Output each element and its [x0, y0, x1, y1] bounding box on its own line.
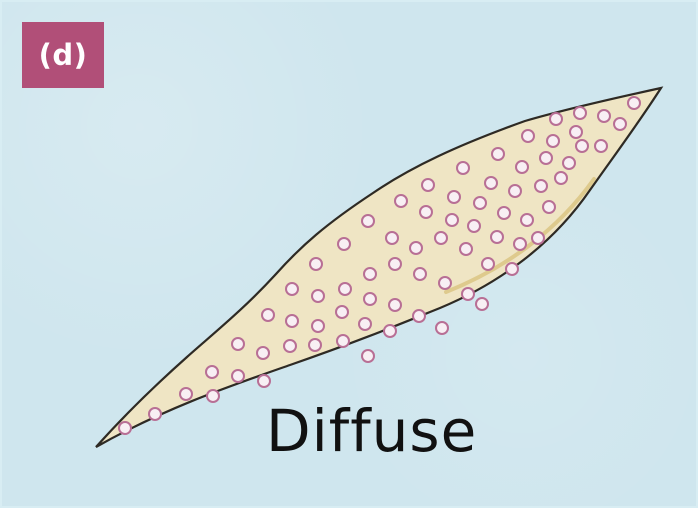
granule	[497, 206, 511, 220]
granule	[388, 257, 402, 271]
granule	[363, 292, 377, 306]
cell-highlight	[444, 177, 596, 294]
granule	[363, 267, 377, 281]
granule	[475, 297, 489, 311]
granule	[521, 129, 535, 143]
granule	[285, 314, 299, 328]
granule	[283, 339, 297, 353]
granule	[490, 230, 504, 244]
granule	[445, 213, 459, 227]
granule	[542, 200, 556, 214]
granule	[597, 109, 611, 123]
granule	[434, 231, 448, 245]
granule	[231, 337, 245, 351]
granule	[459, 242, 473, 256]
granule	[361, 349, 375, 363]
granule	[421, 178, 435, 192]
granule	[534, 179, 548, 193]
granule	[456, 161, 470, 175]
granule	[179, 387, 193, 401]
granule	[505, 262, 519, 276]
granule	[309, 257, 323, 271]
granule	[358, 317, 372, 331]
granule	[412, 309, 426, 323]
granule	[438, 276, 452, 290]
granule	[515, 160, 529, 174]
granule	[261, 308, 275, 322]
granule	[338, 282, 352, 296]
granule	[549, 112, 563, 126]
granule	[413, 267, 427, 281]
granule	[231, 369, 245, 383]
granule	[531, 231, 545, 245]
granule	[336, 334, 350, 348]
granule	[484, 176, 498, 190]
granule	[383, 324, 397, 338]
granule	[435, 321, 449, 335]
granule	[335, 305, 349, 319]
granule	[562, 156, 576, 170]
granule	[205, 365, 219, 379]
granule	[575, 139, 589, 153]
granule	[613, 117, 627, 131]
granule	[546, 134, 560, 148]
granule	[308, 338, 322, 352]
granules-group	[118, 96, 641, 435]
cell-body	[95, 86, 664, 448]
diagram-caption: Diffuse	[266, 397, 478, 465]
granule	[394, 194, 408, 208]
granule	[569, 125, 583, 139]
granule	[337, 237, 351, 251]
granule	[461, 287, 475, 301]
granule	[257, 374, 271, 388]
granule	[311, 289, 325, 303]
granule	[118, 421, 132, 435]
granule	[206, 389, 220, 403]
granule	[285, 282, 299, 296]
granule	[419, 205, 433, 219]
granule	[491, 147, 505, 161]
granule	[256, 346, 270, 360]
granule	[481, 257, 495, 271]
granule	[554, 171, 568, 185]
granule	[385, 231, 399, 245]
granule	[520, 213, 534, 227]
granule	[467, 219, 481, 233]
granule	[388, 298, 402, 312]
panel-label: (d)	[22, 22, 104, 88]
granule	[508, 184, 522, 198]
granule	[148, 407, 162, 421]
granule	[361, 214, 375, 228]
granule	[409, 241, 423, 255]
granule	[473, 196, 487, 210]
granule	[573, 106, 587, 120]
granule	[627, 96, 641, 110]
granule	[594, 139, 608, 153]
granule	[447, 190, 461, 204]
granule	[513, 237, 527, 251]
granule	[311, 319, 325, 333]
granule	[539, 151, 553, 165]
